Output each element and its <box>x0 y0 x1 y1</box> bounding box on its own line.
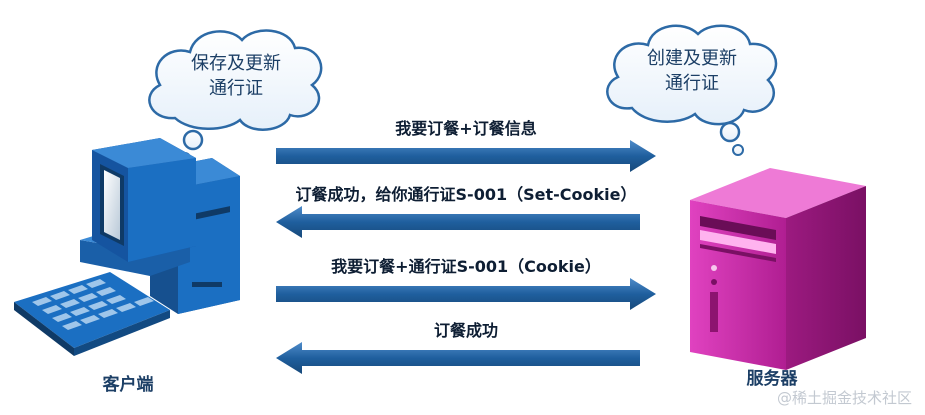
arrow-right-3 <box>276 278 656 310</box>
server-thought-line2: 通行证 <box>665 73 719 94</box>
server-thought-cloud: 创建及更新 通行证 <box>606 24 778 156</box>
arrow-left-4 <box>276 342 640 374</box>
watermark: @稀土掘金技术社区 <box>777 389 912 407</box>
message-1-label: 我要订餐+订餐信息 <box>395 119 536 138</box>
client-thought-line2: 通行证 <box>209 78 263 99</box>
client-label: 客户端 <box>102 374 154 395</box>
message-2-label: 订餐成功，给你通行证S-001（Set-Cookie） <box>296 185 637 204</box>
server-label: 服务器 <box>747 368 799 389</box>
client-thought-line1: 保存及更新 <box>191 53 281 74</box>
message-3: 我要订餐+通行证S-001（Cookie） <box>276 257 656 310</box>
message-2: 订餐成功，给你通行证S-001（Set-Cookie） <box>276 185 640 238</box>
arrow-left-2 <box>276 206 640 238</box>
message-3-label: 我要订餐+通行证S-001（Cookie） <box>331 257 601 276</box>
message-1: 我要订餐+订餐信息 <box>276 119 656 172</box>
message-4-label: 订餐成功 <box>434 321 498 340</box>
client-thought-cloud: 保存及更新 通行证 <box>148 29 323 164</box>
arrow-right-1 <box>276 140 656 172</box>
server-icon <box>690 168 866 370</box>
server-thought-line1: 创建及更新 <box>647 48 737 69</box>
message-4: 订餐成功 <box>276 321 640 374</box>
client-computer-icon <box>14 138 240 356</box>
